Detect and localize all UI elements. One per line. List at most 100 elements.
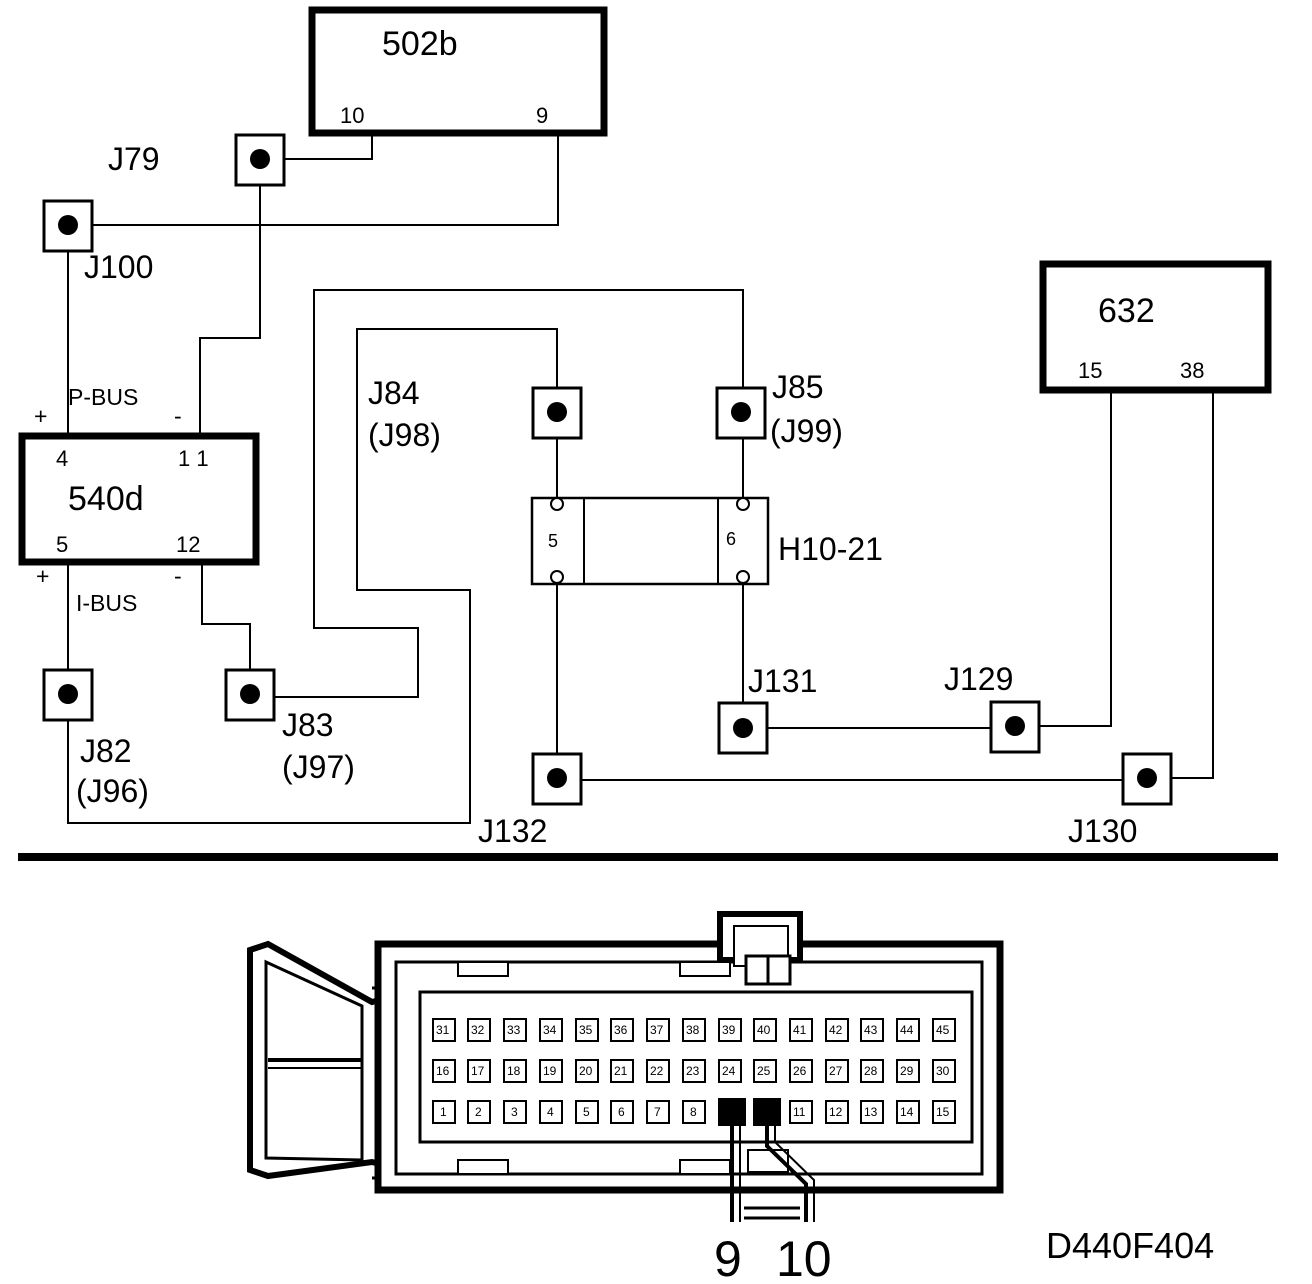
pin-8: 8 [682,1100,706,1124]
module-502b-pin-10: 10 [340,103,364,128]
pin-15: 15 [932,1100,956,1124]
svg-text:23: 23 [686,1064,700,1078]
connector-h10-21: 5 6 H10-21 [530,496,883,586]
pin-row-mid: 16 17 18 19 20 21 22 23 24 25 26 27 28 2… [432,1059,956,1083]
pin-32: 32 [467,1018,491,1042]
junction-j83 [224,668,276,722]
pin-19: 19 [539,1059,563,1083]
svg-text:27: 27 [829,1064,843,1078]
label-j97: (J97) [282,749,355,785]
pin-39: 39 [718,1018,742,1042]
svg-text:6: 6 [618,1105,625,1119]
pin-33: 33 [503,1018,527,1042]
module-632-title: 632 [1098,292,1155,330]
svg-text:7: 7 [654,1105,661,1119]
lead-label-10: 10 [776,1231,832,1284]
pin-row-bottom: 1 2 3 4 5 6 7 8 11 12 13 14 15 [432,1098,956,1126]
pin-36: 36 [610,1018,634,1042]
svg-text:24: 24 [722,1064,736,1078]
svg-text:41: 41 [793,1023,807,1037]
module-540d-pin-12: 12 [176,532,200,557]
svg-text:22: 22 [650,1064,664,1078]
bus-labels: P-BUS + - I-BUS + - [34,384,182,616]
module-632: 632 15 38 [1039,260,1272,394]
svg-text:12: 12 [829,1105,843,1119]
svg-text:37: 37 [650,1023,664,1037]
svg-text:35: 35 [579,1023,593,1037]
svg-text:14: 14 [900,1105,914,1119]
i-bus-minus: - [174,563,182,589]
pin-6: 6 [610,1100,634,1124]
pin-3: 3 [503,1100,527,1124]
pin-27: 27 [825,1059,849,1083]
pin-28: 28 [860,1059,884,1083]
pin-1: 1 [432,1100,456,1124]
svg-text:4: 4 [547,1105,554,1119]
pin-13: 13 [860,1100,884,1124]
pin-11: 11 [789,1100,813,1124]
module-540d: 540d 4 1 1 5 12 [18,432,260,566]
label-j100: J100 [84,249,153,285]
module-502b-pin-9: 9 [536,103,548,128]
pin-18: 18 [503,1059,527,1083]
junction-j100 [42,199,94,253]
i-bus-label: I-BUS [76,590,137,616]
label-j132: J132 [478,813,547,849]
label-j98: (J98) [368,417,441,453]
pin-41: 41 [789,1018,813,1042]
junction-j132 [531,752,583,806]
pin-25: 25 [753,1059,777,1083]
label-j130: J130 [1068,813,1137,849]
p-bus-label: P-BUS [68,384,138,410]
svg-text:31: 31 [436,1023,450,1037]
junction-blocks [42,133,1173,806]
svg-text:2: 2 [475,1105,482,1119]
junction-j131 [717,701,769,755]
lead-label-9: 9 [714,1231,742,1284]
label-j84: J84 [368,375,420,411]
junction-j130 [1121,752,1173,806]
label-j82: J82 [80,733,132,769]
junction-j82 [42,668,94,722]
wires [67,133,1214,824]
label-j85: J85 [772,369,824,405]
module-540d-pin-11: 1 1 [178,446,209,471]
pin-row-top: 31 32 33 34 35 36 37 38 39 40 41 42 43 4… [432,1018,956,1042]
pin-23: 23 [682,1059,706,1083]
svg-text:17: 17 [471,1064,485,1078]
module-540d-pin-4: 4 [56,446,68,471]
svg-text:28: 28 [864,1064,878,1078]
label-j79: J79 [108,141,160,177]
svg-text:18: 18 [507,1064,521,1078]
i-bus-plus: + [36,563,49,589]
pin-40: 40 [753,1018,777,1042]
pin-4: 4 [539,1100,563,1124]
module-632-pin-38: 38 [1180,358,1204,383]
svg-text:40: 40 [757,1023,771,1037]
svg-text:25: 25 [757,1064,771,1078]
p-bus-plus: + [34,403,47,429]
svg-text:36: 36 [614,1023,628,1037]
pin-9-filled [718,1098,746,1126]
svg-text:5: 5 [583,1105,590,1119]
module-502b: 502b 10 9 [308,6,608,137]
module-540d-pin-5: 5 [56,532,68,557]
h10-label: H10-21 [778,531,883,567]
svg-text:34: 34 [543,1023,557,1037]
label-j83: J83 [282,707,334,743]
pin-17: 17 [467,1059,491,1083]
pin-7: 7 [646,1100,670,1124]
label-j129: J129 [944,661,1013,697]
connector-face [247,911,1004,1194]
svg-text:1: 1 [440,1105,447,1119]
pin-34: 34 [539,1018,563,1042]
module-632-pin-15: 15 [1078,358,1102,383]
junction-j129 [989,700,1041,754]
svg-text:19: 19 [543,1064,557,1078]
pin-16: 16 [432,1059,456,1083]
svg-text:39: 39 [722,1023,736,1037]
pin-5: 5 [575,1100,599,1124]
pin-20: 20 [575,1059,599,1083]
svg-text:16: 16 [436,1064,450,1078]
